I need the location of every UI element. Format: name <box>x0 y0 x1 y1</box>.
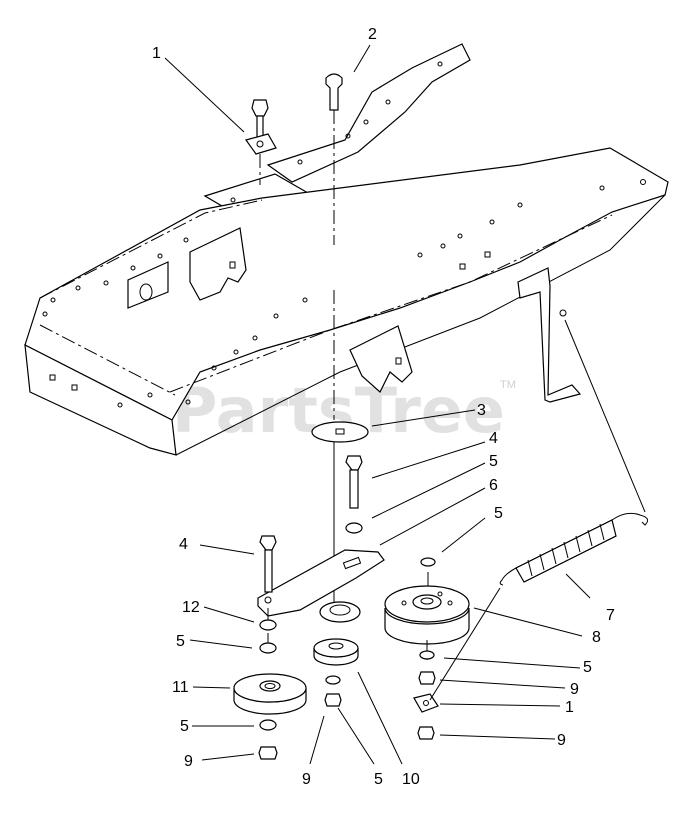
clip-bracket-bottom <box>413 693 439 713</box>
clip-bracket-top <box>245 133 277 155</box>
callout-4-right: 4 <box>489 430 498 447</box>
hex-bolt-right-shank <box>349 469 359 509</box>
spacer-12 <box>259 619 277 631</box>
callout-6: 6 <box>489 477 498 494</box>
extension-spring <box>429 319 649 701</box>
rail-rear-holes <box>297 61 443 165</box>
callout-11: 11 <box>172 679 189 696</box>
callout-5-b: 5 <box>494 505 503 522</box>
frame-bracket-right <box>349 325 413 393</box>
callout-7: 7 <box>606 607 615 624</box>
frame-side-wall <box>24 343 177 456</box>
callout-5-c: 5 <box>176 633 185 650</box>
hex-bolt-left-shank <box>264 549 273 593</box>
callout-9-d: 9 <box>302 771 311 788</box>
callout-5-d: 5 <box>583 659 592 676</box>
callout-9-a: 9 <box>570 681 579 698</box>
frame-rail-rear <box>266 43 471 183</box>
washer-right-upper <box>345 522 363 534</box>
washer-right-lower <box>419 650 435 660</box>
nut-right-upper <box>418 671 436 685</box>
watermark-trademark: TM <box>500 379 516 391</box>
bolt-top-left <box>251 99 269 117</box>
frame-rail-front <box>24 147 669 421</box>
frame-assembly <box>24 43 669 456</box>
spring-anchor-bracket <box>517 267 582 403</box>
frame-bracket-mid <box>189 227 247 301</box>
frame-bracket-left <box>127 261 169 309</box>
washer-left-upper <box>259 642 277 654</box>
idler-arm <box>257 549 385 617</box>
hardware <box>233 73 649 760</box>
callout-labels: 1 2 3 4 5 6 5 4 7 12 8 5 5 9 11 1 5 9 9 … <box>152 26 615 788</box>
callout-9-b: 9 <box>557 732 566 749</box>
washer-left-lower <box>259 719 277 731</box>
washer-vpulley-top <box>420 557 436 567</box>
callout-2: 2 <box>368 26 377 43</box>
nut-right-lower <box>417 726 435 740</box>
washer-center <box>325 675 341 685</box>
callout-1-top: 1 <box>152 45 161 62</box>
callout-9-c: 9 <box>184 753 193 770</box>
flat-washer-large <box>311 421 369 443</box>
idler-arm-boss <box>319 601 361 623</box>
rail-front-holes <box>42 179 646 408</box>
callout-4-left: 4 <box>179 536 188 553</box>
callout-10: 10 <box>402 771 420 788</box>
callout-3: 3 <box>477 402 486 419</box>
flat-idler-pulley <box>233 673 307 715</box>
callout-1-bottom: 1 <box>565 699 574 716</box>
callout-5-a: 5 <box>489 453 498 470</box>
callout-12: 12 <box>182 599 200 616</box>
callout-5-f: 5 <box>374 771 383 788</box>
carriage-bolt <box>325 73 343 111</box>
center-pulley <box>313 638 359 666</box>
v-idler-pulley <box>384 585 470 645</box>
leader-lines <box>164 44 591 765</box>
callout-8: 8 <box>592 629 601 646</box>
callout-5-e: 5 <box>180 718 189 735</box>
nut-center <box>324 693 342 707</box>
hex-bolt-right <box>345 455 363 471</box>
nut-left <box>258 746 278 760</box>
hex-bolt-left <box>259 535 277 551</box>
